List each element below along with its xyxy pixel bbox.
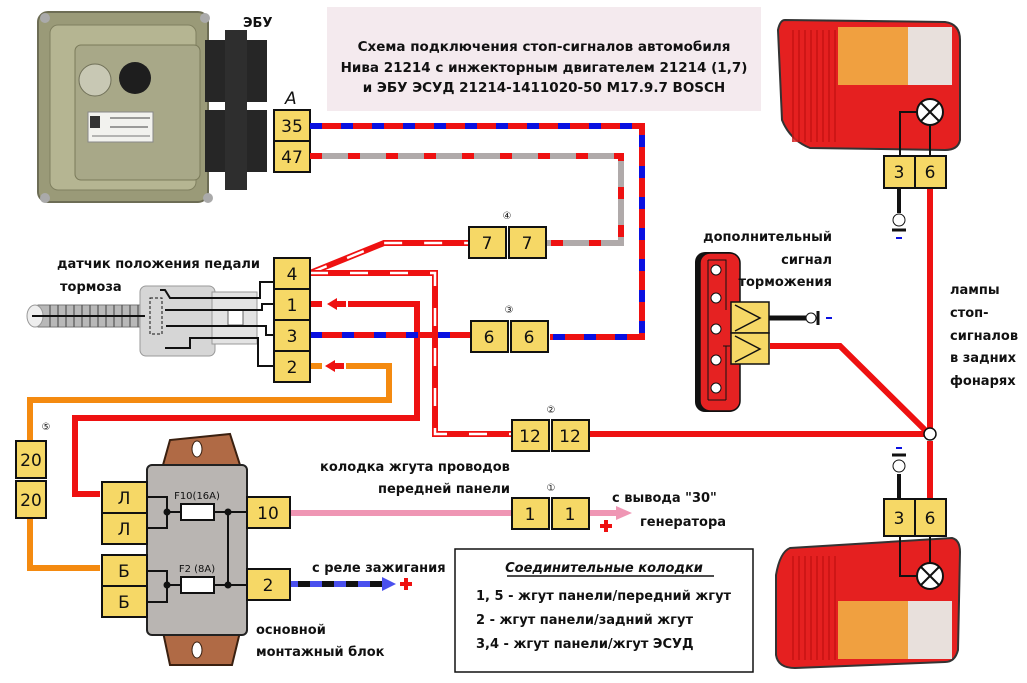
brake-pin-2: 2: [287, 358, 298, 378]
extra-light-ground-sign: [826, 317, 832, 319]
connector-3-pin-a: 6: [484, 328, 495, 348]
connector-3-pin-b: 6: [524, 328, 535, 348]
rear-lamp-lower: 3 6: [775, 447, 962, 670]
ecu-pin-35: 35: [281, 117, 303, 137]
upper-lamp-ground-sign: [896, 237, 902, 239]
fuse-f2-label: F2 (8A): [179, 564, 215, 575]
front-harness-label-1: колодка жгута проводов: [320, 460, 510, 475]
rear-lamps-label-2: стоп-: [950, 306, 989, 321]
fuse-f10: [180, 503, 215, 521]
upper-lamp-pin-6: 6: [925, 163, 936, 183]
connector-5-number: ⑤: [42, 422, 51, 433]
extra-light-bulbs: [710, 264, 722, 394]
ecu-pin-47: 47: [281, 148, 303, 168]
connector-2-number: ②: [547, 405, 556, 416]
mount-block: F10(16A) F2 (8A) Л Л Б Б 10 2: [101, 432, 291, 666]
block-pin-l2: Л: [118, 520, 131, 540]
title-line-1: Схема подключения стоп-сигналов автомоби…: [358, 39, 731, 55]
brake-pin-4: 4: [287, 265, 298, 285]
extra-brake-light: [695, 252, 832, 412]
connector-4-number: ④: [503, 211, 512, 222]
upper-lamp-pin-3: 3: [894, 163, 905, 183]
connector-1-pin-a: 1: [525, 505, 536, 525]
plus-icon-generator: [600, 520, 612, 532]
block-pin-10: 10: [257, 504, 279, 524]
title-box: Схема подключения стоп-сигналов автомоби…: [327, 7, 761, 111]
connector-4-pin-a: 7: [482, 234, 493, 254]
connector-2-pin-a: 12: [519, 427, 541, 447]
ecu-connector: 35 47: [273, 109, 311, 173]
wire-red-white-4a: [308, 240, 468, 276]
ignition-relay-label: с реле зажигания: [312, 561, 446, 576]
legend-box: Соединительные колодки 1, 5 - жгут панел…: [454, 548, 754, 673]
junction-node: [923, 427, 937, 441]
plus-icon-ignition: [400, 578, 412, 590]
block-pin-b1: Б: [118, 562, 130, 582]
connector-2: ② 12 12: [511, 405, 590, 452]
front-harness-label-2: передней панели: [378, 482, 510, 497]
connector-4-pin-b: 7: [522, 234, 533, 254]
connector-5: ⑤ 20 20: [15, 422, 51, 519]
fuse-f2: [180, 576, 215, 594]
wire-pink-10: [290, 506, 632, 520]
legend-item-2: 2 - жгут панели/задний жгут: [476, 613, 693, 628]
ecu-image: [37, 11, 267, 203]
fuse-f10-label: F10(16A): [174, 491, 220, 502]
ecu-label: ЭБУ: [243, 16, 272, 31]
lower-lamp-pin-3: 3: [894, 509, 905, 529]
extra-light-label-1: дополнительный: [703, 230, 832, 245]
rear-lamps-label-1: лампы: [950, 283, 1000, 298]
brake-switch-label-2: тормоза: [60, 280, 122, 295]
title-line-3: и ЭБУ ЭСУД 21214-1411020-50 M17.9.7 BOSC…: [363, 80, 725, 96]
ecu-connector-label: A: [284, 89, 297, 109]
generator-label-1: с вывода "30": [612, 491, 717, 506]
wire-red-extra-light: [770, 343, 928, 433]
connector-3-number: ③: [505, 305, 514, 316]
block-pin-b2: Б: [118, 593, 130, 613]
connector-1-number: ①: [547, 483, 556, 494]
rear-lamp-upper: 3 6: [776, 18, 961, 239]
connector-2-pin-b: 12: [559, 427, 581, 447]
generator-label-2: генератора: [640, 515, 726, 530]
brake-switch-image: [26, 281, 274, 367]
rear-lamps-label-4: в задних: [950, 351, 1017, 366]
legend-title: Соединительные колодки: [505, 561, 703, 576]
connector-5-pin-b: 20: [20, 491, 42, 511]
lower-lamp-pin-6: 6: [925, 509, 936, 529]
connector-1-pin-b: 1: [565, 505, 576, 525]
rear-lamps-label-3: сигналов: [950, 329, 1018, 344]
wire-red-1: [72, 298, 420, 497]
extra-light-label-2: сигнал: [781, 253, 832, 268]
mount-block-label-1: основной: [256, 623, 326, 638]
wire-gray-red-47: [310, 153, 624, 246]
lower-lamp-ground-sign: [896, 447, 902, 449]
connector-5-pin-a: 20: [20, 451, 42, 471]
legend-item-1: 1, 5 - жгут панели/передний жгут: [476, 589, 732, 604]
block-pin-2: 2: [263, 576, 274, 596]
connector-4: ④ 7 7: [468, 211, 547, 259]
brake-switch-connector: 4 1 3 2: [273, 257, 311, 383]
connector-3: ③ 6 6: [470, 305, 549, 353]
brake-pin-3: 3: [287, 327, 298, 347]
connector-1: ① 1 1: [511, 483, 590, 530]
wire-red-blue-35: [310, 123, 645, 340]
brake-pin-1: 1: [287, 296, 298, 316]
legend-item-3: 3,4 - жгут панели/жгут ЭСУД: [476, 637, 694, 652]
wire-red-white-4b: [310, 270, 512, 437]
wire-blue-2: [290, 577, 396, 591]
wire-orange-2: [27, 360, 392, 571]
brake-switch-label-1: датчик положения педали: [57, 257, 260, 272]
title-line-2: Нива 21214 с инжекторным двигателем 2121…: [341, 60, 748, 76]
mount-block-label-2: монтажный блок: [256, 645, 385, 660]
block-pin-l1: Л: [118, 489, 131, 509]
rear-lamps-label-5: фонарях: [950, 374, 1016, 389]
extra-light-label-3: торможения: [738, 275, 832, 290]
